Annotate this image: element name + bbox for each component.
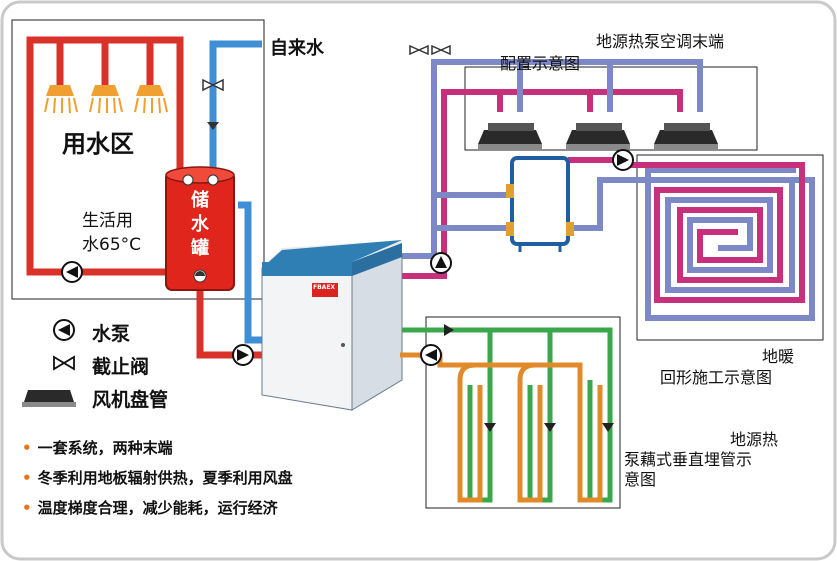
floor-heating-coil [630,162,815,321]
tank-label-2: 水 [191,214,209,235]
ground-loop-arrows [444,324,614,432]
tank-label-3: 罐 [191,238,209,259]
legend-pump-label: 水泵 [92,323,131,345]
tap-valve [202,78,224,92]
note-text-1: 一套系统，两种末端 [37,439,173,457]
ground-loop-line-2: 泵藕式垂直埋管示 [624,450,753,469]
fan-coil-units [478,123,718,150]
buffer-tank [506,156,574,252]
domestic-water-label-1: 生活用 [82,211,133,231]
note-text-3: 温度梯度合理，减少能耗，运行经济 [37,499,278,517]
water-zone-title: 用水区 [62,130,134,158]
floor-heating-title: 地暖 [762,347,795,366]
pump-icon [53,319,75,341]
ground-loop-line-3: 意图 [624,470,657,489]
legend-valve-label: 截止阀 [92,356,150,378]
ac-terminal-subtitle: 配置示意图 [500,54,581,73]
shower-heads [44,85,168,114]
ac-valves [409,44,451,56]
floor-heating-subtitle: 回形施工示意图 [660,368,773,387]
flow-arrow-down [207,122,219,130]
tap-water-label: 自来水 [270,38,324,59]
ground-loop-box [425,316,621,509]
storage-tank [165,166,235,291]
domestic-water-label-2: 水65°C [82,235,142,255]
note-item-1: •一套系统，两种末端 [22,439,173,457]
unit-badge-text: FBAEX [313,284,336,291]
cold-water-pipes [209,40,268,344]
heat-pump-unit [261,240,403,411]
water-zone-box [11,19,265,300]
floor-heating-box [636,154,824,341]
ground-loop-pipes [400,327,613,503]
ground-loop-title: 地源热 [730,430,779,449]
pumps [61,149,634,366]
valve-icon [53,355,75,371]
note-item-3: •温度梯度合理，减少能耗，运行经济 [22,499,278,517]
tank-label-1: 储 [191,190,209,211]
legend-fan-coil-label: 风机盘管 [92,389,169,411]
note-text-2: 冬季利用地板辐射供热，夏季利用风盘 [37,469,293,487]
legend-icons [22,319,76,407]
brand-badge [312,283,338,297]
fan-coil-icon [22,390,76,407]
note-item-2: •冬季利用地板辐射供热，夏季利用风盘 [22,469,293,487]
ac-terminal-title: 地源热泵空调末端 [596,32,725,51]
